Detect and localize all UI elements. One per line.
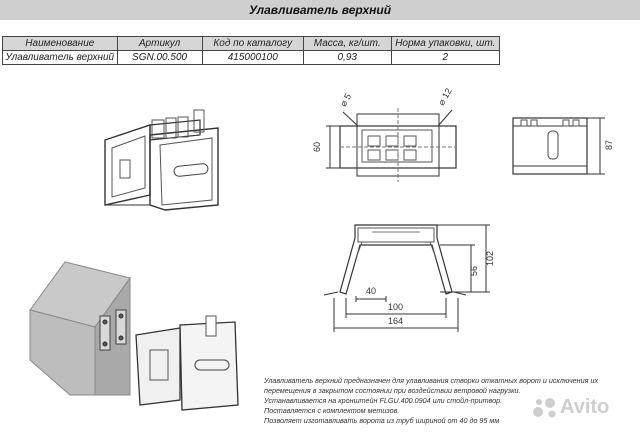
desc-line-2: перемещения в закрытом состоянии при воз… <box>264 386 521 395</box>
header-name: Наименование <box>2 36 118 51</box>
cell-pack: 2 <box>390 50 501 65</box>
table-header-row: Наименование Артикул Код по каталогу Мас… <box>2 36 501 51</box>
desc-line-4: Поставляется с комплектом метизов. <box>264 406 400 415</box>
cell-code: 415000100 <box>201 50 304 65</box>
dim-164: 164 <box>388 316 403 326</box>
header-article: Артикул <box>116 36 203 51</box>
spec-table: Наименование Артикул Код по каталогу Мас… <box>2 36 501 65</box>
dim-100: 100 <box>388 302 403 312</box>
side-view <box>512 117 605 175</box>
desc-line-5: Позволяет изготавливать ворота из труб ш… <box>264 416 500 425</box>
dim-56: 56 <box>469 266 479 276</box>
dim-40: 40 <box>366 286 376 296</box>
product-description: Улавливатель верхний предназначен для ул… <box>264 376 640 426</box>
title-bar: Улавливатель верхний <box>0 0 640 20</box>
desc-line-1: Улавливатель верхний предназначен для ул… <box>264 376 599 385</box>
dim-d5: ⌀ 5 <box>338 92 353 108</box>
watermark-text: Avito <box>560 396 610 418</box>
front-view <box>323 224 490 332</box>
header-pack: Норма упаковки, шт. <box>390 36 501 51</box>
header-code: Код по каталогу <box>201 36 304 51</box>
avito-watermark: Avito <box>532 396 609 419</box>
dim-d12: ⌀ 12 <box>436 86 454 107</box>
header-mass: Масса, кг/шт. <box>302 36 392 51</box>
table-row: Улавливатель верхний SGN.00.500 41500010… <box>2 50 501 65</box>
dim-87: 87 <box>604 140 614 150</box>
dim-102: 102 <box>485 251 495 266</box>
iso-view-installed <box>29 261 239 411</box>
dim-60: 60 <box>312 142 322 152</box>
iso-view-product <box>104 109 219 211</box>
avito-logo-icon <box>533 397 556 417</box>
top-view <box>326 108 457 182</box>
page-title: Улавливатель верхний <box>248 3 392 17</box>
desc-line-3: Устанавливается на кронштейн FLGU.400.09… <box>264 396 503 405</box>
